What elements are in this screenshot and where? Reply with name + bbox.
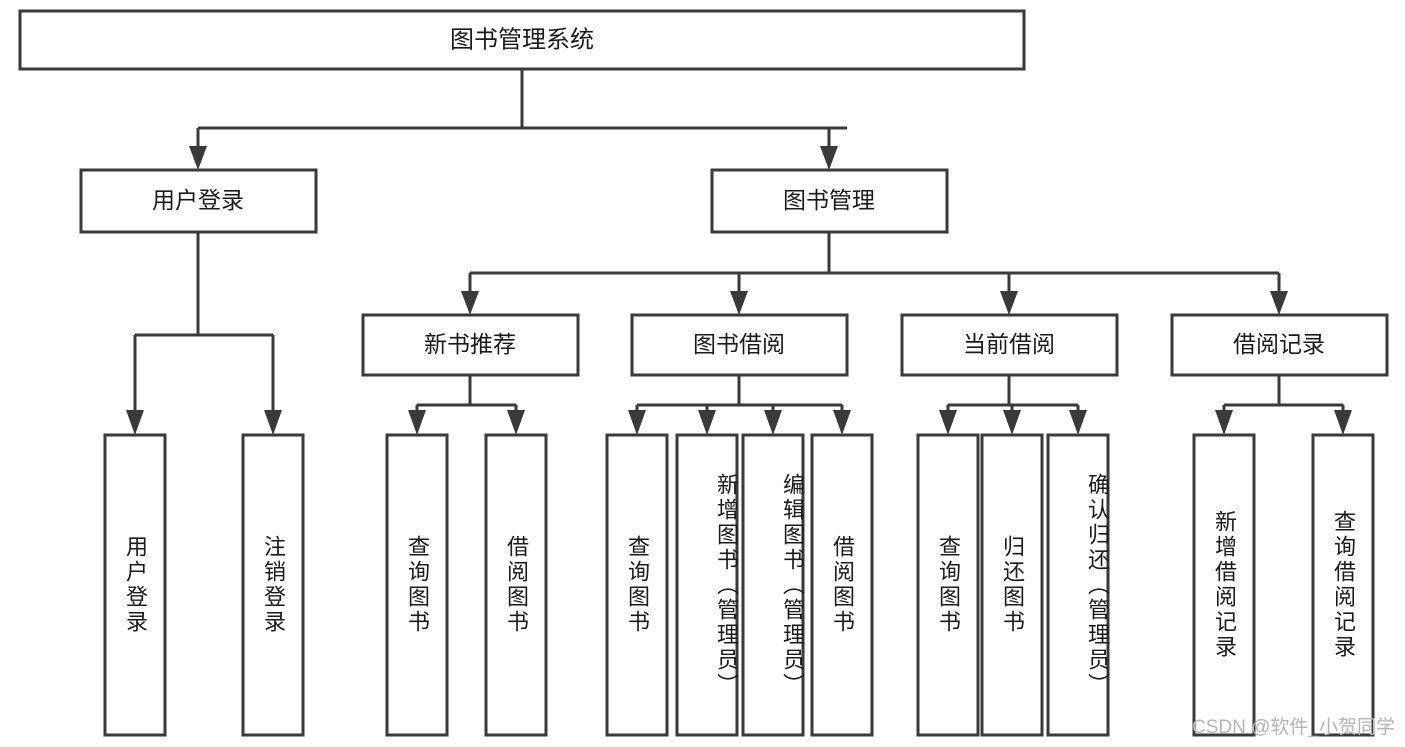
leaf-box-user-login[interactable] [103, 433, 167, 737]
leaf-box-return-book[interactable] [980, 433, 1044, 737]
leaf-box-add-record[interactable] [1192, 433, 1256, 737]
node-user-login[interactable]: 用户登录 [79, 168, 318, 234]
leaf-box-query-record[interactable] [1311, 433, 1375, 737]
arrow-head-new-book-rec [461, 291, 479, 315]
leaf-box-confirm-return[interactable] [1046, 433, 1110, 737]
arrow-head-leaf-query-book-borrow [628, 410, 646, 435]
leaf-box-borrow-book-rec[interactable] [484, 433, 548, 737]
arrow-head-user-login [189, 146, 207, 170]
arrow-head-book-borrow [730, 291, 748, 315]
leaf-box-logout[interactable] [241, 433, 305, 737]
leaf-box-add-book[interactable] [675, 433, 739, 737]
connector-group-borrow-record [1215, 375, 1352, 435]
watermark-text: CSDN @软件_小贺同学 [1192, 717, 1395, 738]
leaf-box-query-book-rec[interactable] [385, 433, 449, 737]
arrow-head-leaf-user-login [126, 410, 144, 435]
leaf-box-query-book-borrow[interactable] [605, 433, 669, 737]
node-book-manage-box[interactable] [710, 168, 949, 234]
arrow-head-borrow-record [1270, 291, 1288, 315]
leaf-boxes [103, 433, 1375, 737]
connector-group-book-borrow [628, 375, 851, 435]
arrow-head-leaf-confirm-return [1069, 410, 1087, 435]
arrow-head-leaf-borrow-book-rec [507, 410, 525, 435]
arrow-head-leaf-return-book [1003, 410, 1021, 435]
node-book-borrow-label: 图书借阅 [693, 331, 785, 357]
node-book-manage[interactable]: 图书管理 [710, 168, 949, 234]
node-book-borrow-box[interactable] [630, 313, 849, 377]
node-borrow-record-box[interactable] [1170, 313, 1389, 377]
leaf-box-query-book-cur[interactable] [916, 433, 980, 737]
node-borrow-record[interactable]: 借阅记录 [1170, 313, 1389, 377]
node-user-login-label: 用户登录 [152, 187, 244, 213]
node-borrow-record-label: 借阅记录 [1233, 331, 1325, 357]
node-root-box[interactable] [18, 9, 1026, 71]
connector-group-root [189, 69, 847, 170]
node-root[interactable]: 图书管理系统 [18, 9, 1026, 71]
node-user-login-box[interactable] [79, 168, 318, 234]
node-new-book-rec-label: 新书推荐 [424, 331, 516, 357]
node-book-manage-label: 图书管理 [783, 187, 875, 213]
connector-group-new-book-rec [408, 375, 525, 435]
node-book-borrow[interactable]: 图书借阅 [630, 313, 849, 377]
arrow-head-leaf-add-record [1215, 410, 1233, 435]
arrow-head-leaf-edit-book [764, 410, 782, 435]
node-current-borrow[interactable]: 当前借阅 [900, 313, 1119, 377]
leaf-box-edit-book[interactable] [741, 433, 805, 737]
arrow-head-leaf-add-book [698, 410, 716, 435]
arrow-head-leaf-query-book-cur [939, 410, 957, 435]
arrow-head-leaf-borrow-book [833, 410, 851, 435]
node-root-label: 图书管理系统 [450, 26, 594, 53]
connector-group-book-manage [461, 232, 1288, 315]
connector-group-user-login [126, 232, 282, 435]
node-new-book-rec-box[interactable] [361, 313, 580, 377]
node-new-book-rec[interactable]: 新书推荐 [361, 313, 580, 377]
connector-group-current-borrow [939, 375, 1087, 435]
arrow-head-current-borrow [1000, 291, 1018, 315]
arrow-head-leaf-query-record [1334, 410, 1352, 435]
arrow-head-book-manage [820, 146, 838, 170]
arrow-head-leaf-logout [264, 410, 282, 435]
node-current-borrow-box[interactable] [900, 313, 1119, 377]
node-current-borrow-label: 当前借阅 [963, 331, 1055, 357]
arrow-head-leaf-query-book-rec [408, 410, 426, 435]
leaf-box-borrow-book[interactable] [810, 433, 874, 737]
